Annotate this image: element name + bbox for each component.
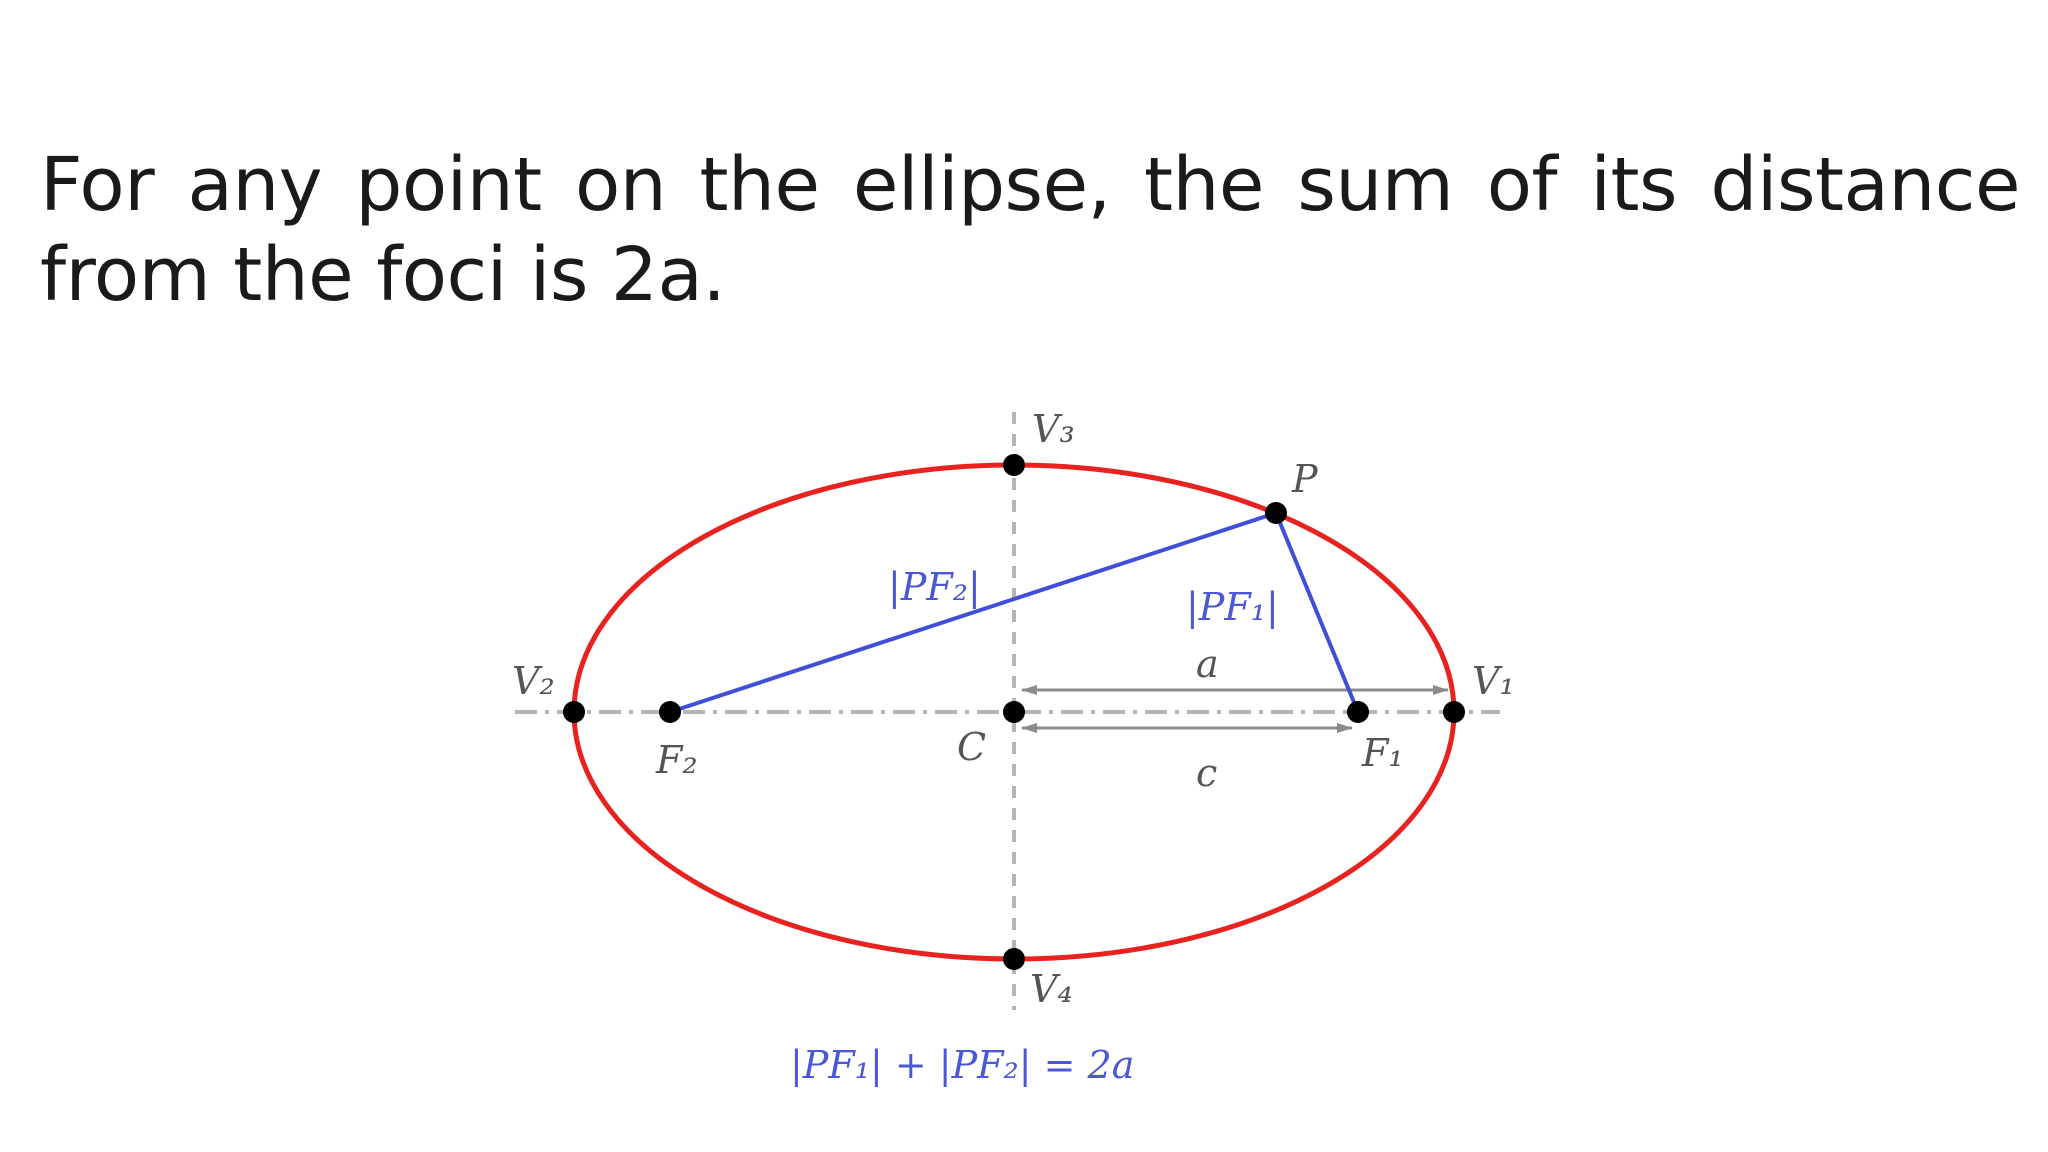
label-pf2: |PF₂| xyxy=(888,565,981,609)
center-point xyxy=(1003,701,1025,723)
label-p: P xyxy=(1291,457,1319,501)
segment-pf1 xyxy=(1274,512,1360,713)
vertex-top-point xyxy=(1003,454,1025,476)
vertex-right-point xyxy=(1443,701,1465,723)
vertex-left-point xyxy=(563,701,585,723)
point-p xyxy=(1265,502,1287,524)
label-v2: V₂ xyxy=(512,659,555,703)
label-c: C xyxy=(957,725,986,769)
label-a: a xyxy=(1196,642,1219,686)
label-v4: V₄ xyxy=(1030,967,1073,1011)
focal-sum-equation: |PF₁| + |PF₂| = 2a xyxy=(790,1043,1134,1087)
vertex-bottom-point xyxy=(1003,948,1025,970)
label-pf1: |PF₁| xyxy=(1186,585,1279,629)
label-f1: F₁ xyxy=(1361,731,1404,775)
label-c-distance: c xyxy=(1196,751,1217,795)
focus-right-point xyxy=(1347,701,1369,723)
label-v3: V₃ xyxy=(1032,407,1075,451)
focus-left-point xyxy=(659,701,681,723)
label-v1: V₁ xyxy=(1472,659,1515,703)
ellipse-property-statement: For any point on the ellipse, the sum of… xyxy=(40,142,2021,318)
label-f2: F₂ xyxy=(655,738,698,782)
segment-pf2 xyxy=(669,511,1277,714)
